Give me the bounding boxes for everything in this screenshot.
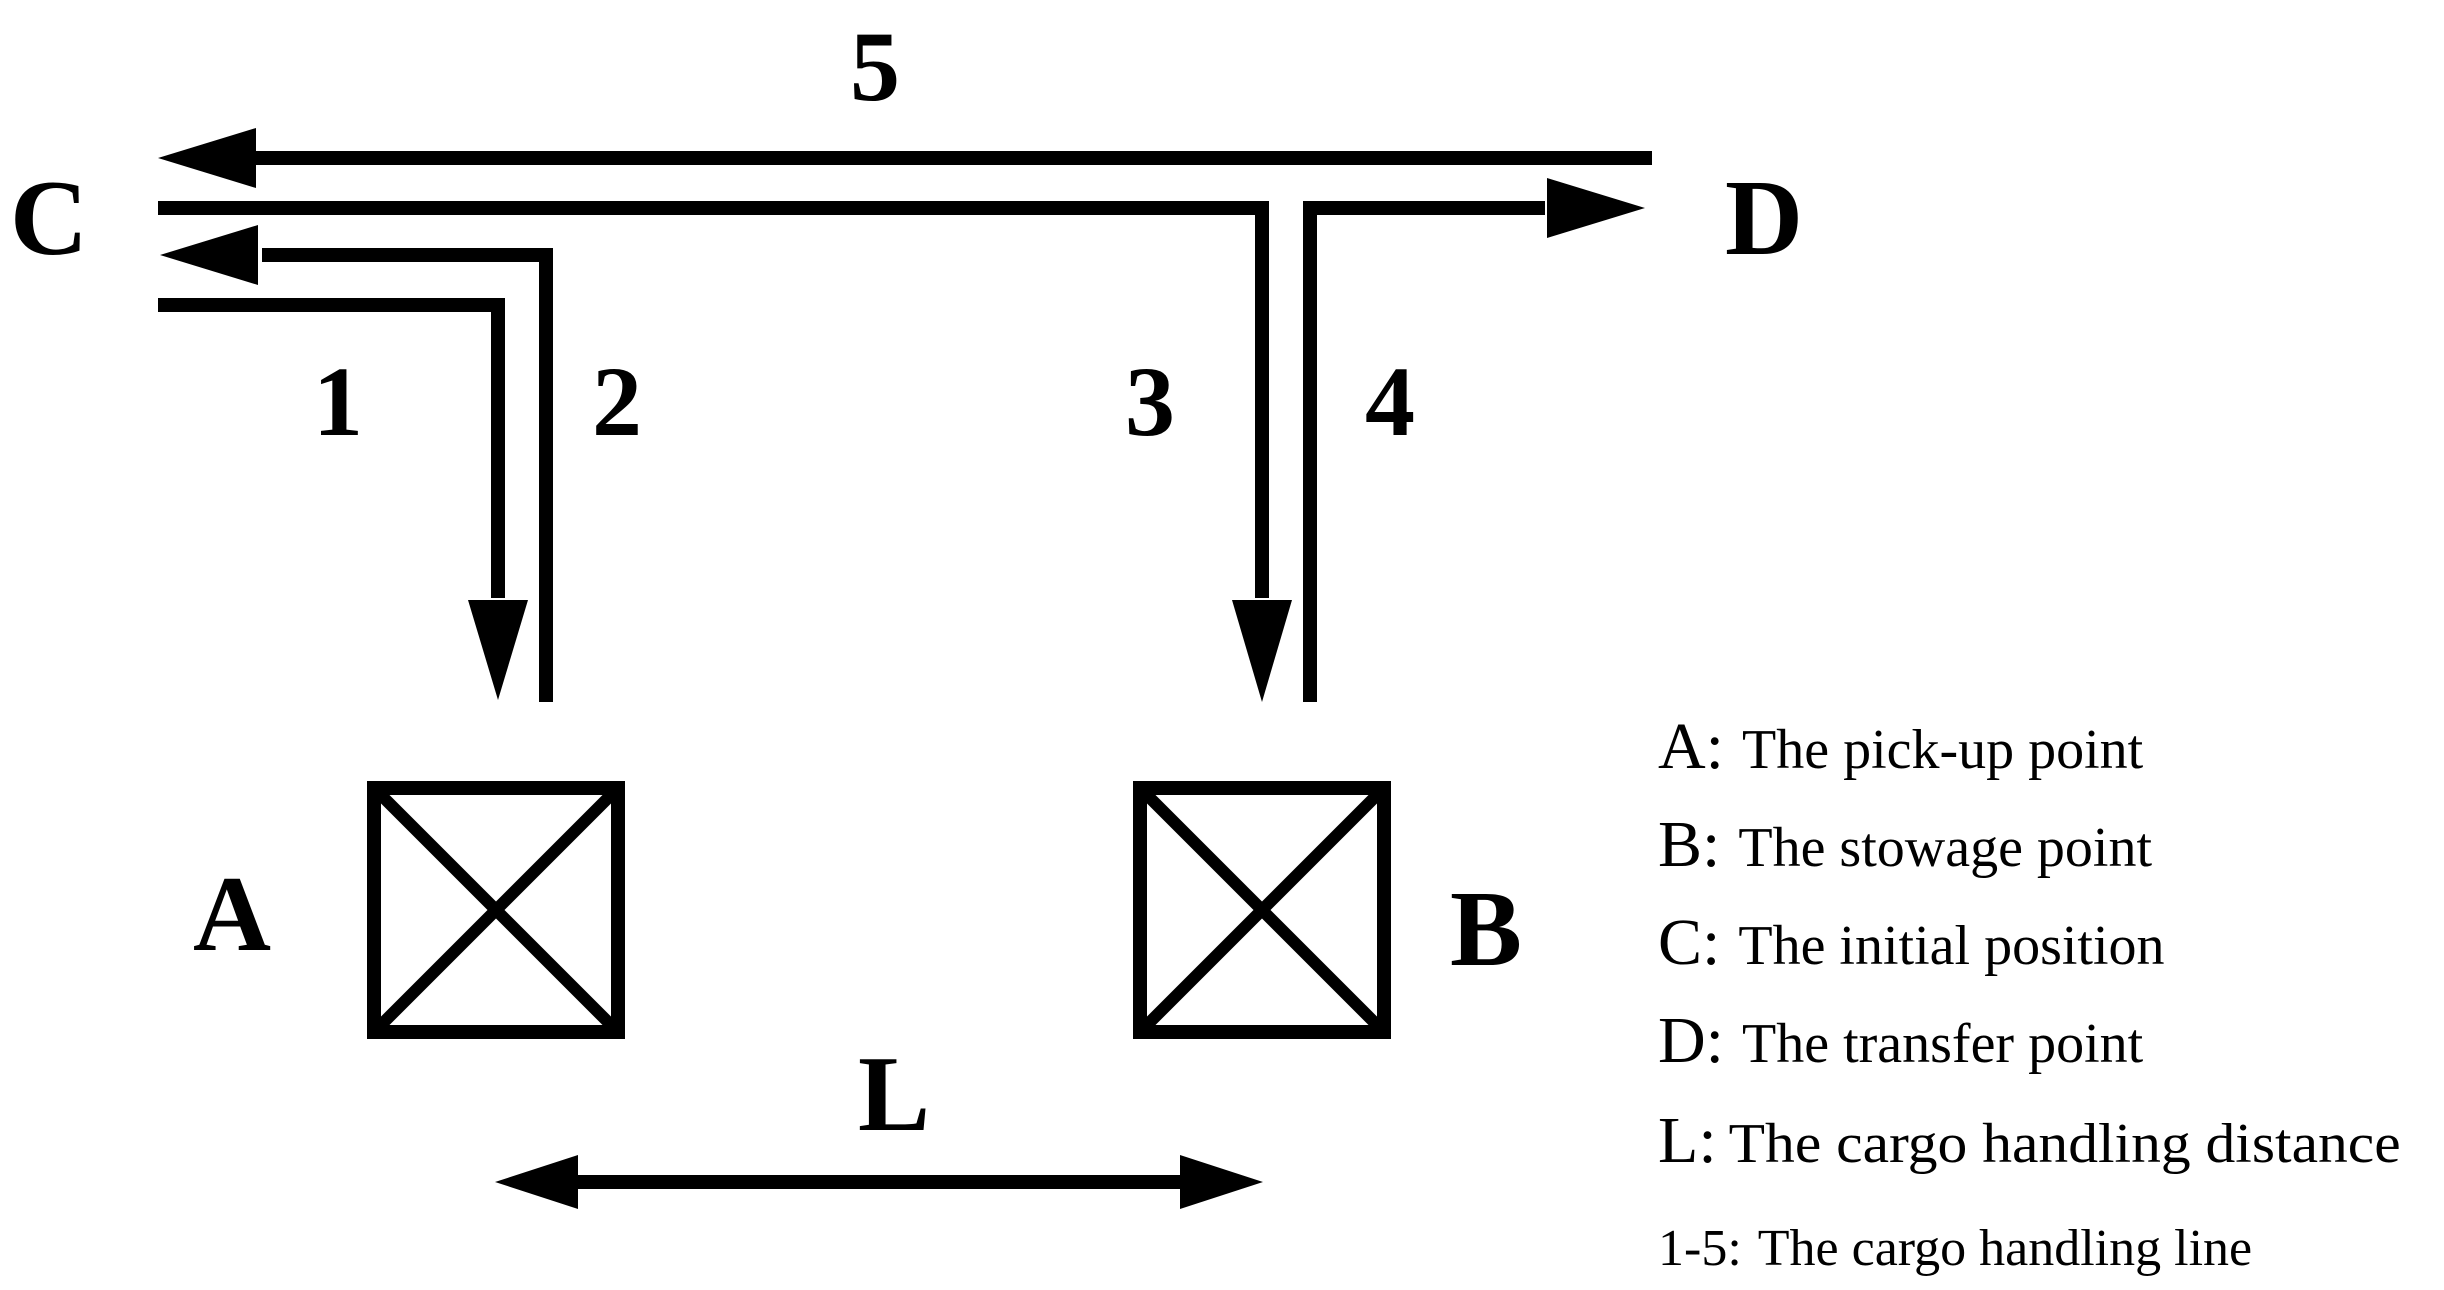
legend-key: 1-5: — [1658, 1220, 1742, 1277]
legend: A: The pick-up point B: The stowage poin… — [1658, 710, 2401, 1277]
legend-item: L: The cargo handling distance — [1658, 1104, 2401, 1177]
line-label-3: 3 — [1125, 346, 1175, 457]
arrowhead-down — [468, 600, 528, 700]
arrowhead-right — [1547, 178, 1645, 238]
line-5 — [158, 128, 1652, 188]
legend-key: C: — [1658, 906, 1720, 979]
legend-item: D: The transfer point — [1658, 1004, 2144, 1077]
legend-key: A: — [1658, 710, 1724, 783]
legend-item: B: The stowage point — [1658, 808, 2152, 881]
legend-text: The cargo handling line — [1758, 1220, 2252, 1277]
node-label-b: B — [1450, 870, 1522, 989]
arrowhead-left — [160, 225, 258, 285]
legend-item: A: The pick-up point — [1658, 710, 2144, 783]
line-label-2: 2 — [592, 346, 642, 457]
legend-text: The transfer point — [1742, 1013, 2144, 1075]
node-label-d: D — [1725, 159, 1803, 278]
legend-key: D: — [1658, 1004, 1724, 1077]
pick-up-point-box — [367, 781, 625, 1039]
arrowhead-left — [495, 1155, 578, 1209]
node-label-c: C — [10, 159, 88, 278]
legend-text: The cargo handling distance — [1729, 1113, 2401, 1175]
legend-text: The stowage point — [1738, 817, 2152, 879]
legend-item: 1-5: The cargo handling line — [1658, 1220, 2252, 1277]
legend-text: The initial position — [1738, 915, 2164, 977]
line-1 — [158, 298, 528, 700]
line-label-5: 5 — [850, 11, 900, 122]
legend-item: C: The initial position — [1658, 906, 2165, 979]
node-label-a: A — [193, 855, 271, 974]
line-label-4: 4 — [1365, 346, 1415, 457]
line-label-1: 1 — [313, 346, 363, 457]
line-4 — [1303, 178, 1645, 702]
arrowhead-left — [158, 128, 256, 188]
stowage-point-box — [1133, 781, 1391, 1039]
distance-l-arrow — [495, 1155, 1263, 1209]
line-2 — [160, 225, 553, 702]
distance-label-l: L — [858, 1035, 930, 1154]
legend-key: L: — [1658, 1104, 1717, 1177]
legend-key: B: — [1658, 808, 1720, 881]
legend-text: The pick-up point — [1742, 719, 2144, 781]
arrowhead-right — [1180, 1155, 1263, 1209]
line-3 — [158, 201, 1292, 702]
arrowhead-down — [1232, 600, 1292, 702]
